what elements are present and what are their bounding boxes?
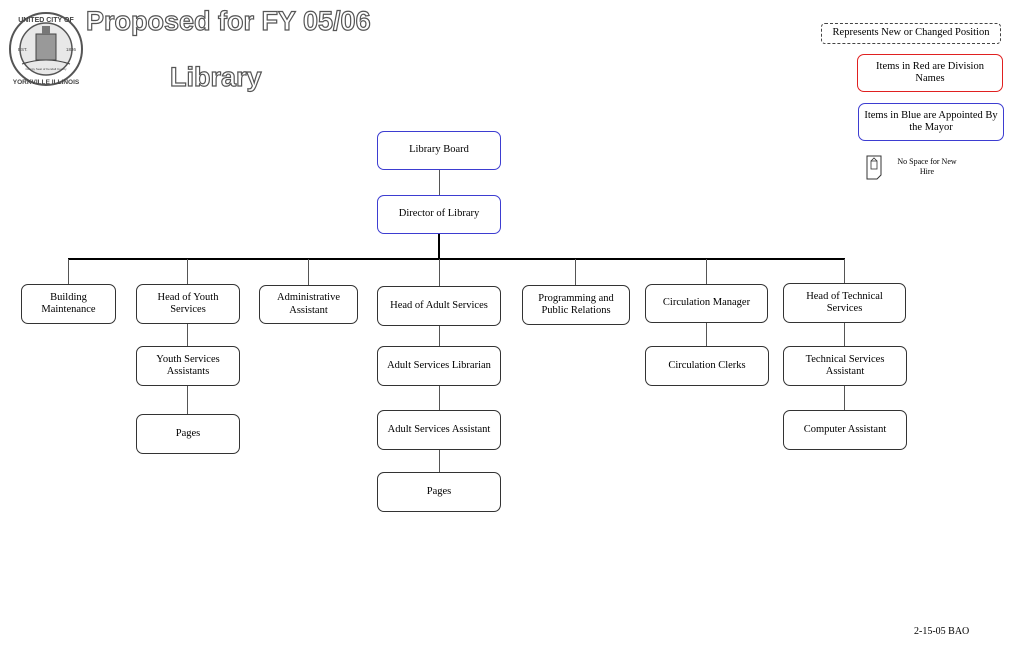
connector-horizontal-bus bbox=[68, 258, 845, 260]
org-head-adult: Head of Adult Services bbox=[377, 286, 501, 326]
no-space-icon bbox=[866, 155, 882, 180]
connector-youth-assistants bbox=[187, 323, 188, 347]
org-admin-assistant: Administrative Assistant bbox=[259, 285, 358, 324]
org-circulation-clerks: Circulation Clerks bbox=[645, 346, 769, 386]
org-youth-assistants: Youth Services Assistants bbox=[136, 346, 240, 386]
org-circulation-manager: Circulation Manager bbox=[645, 284, 768, 323]
org-youth-pages: Pages bbox=[136, 414, 240, 454]
connector-technical-assistant bbox=[844, 322, 845, 347]
connector-youth-pages bbox=[187, 385, 188, 415]
org-adult-assistant: Adult Services Assistant bbox=[377, 410, 501, 450]
org-library-board: Library Board bbox=[377, 131, 501, 170]
legend-red-division: Items in Red are Division Names bbox=[857, 54, 1003, 92]
connector-technical bbox=[844, 259, 845, 284]
city-seal-logo: UNITED CITY OF YORKVILLE ILLINOIS EST. 1… bbox=[9, 12, 83, 86]
footer-date-code: 2-15-05 BAO bbox=[914, 626, 970, 637]
seal-inner-text: County Seat of Kendall County bbox=[25, 67, 67, 71]
connector-adult-assistant bbox=[439, 385, 440, 411]
connector-youth bbox=[187, 259, 188, 285]
connector-admin bbox=[308, 259, 309, 286]
org-head-youth: Head of Youth Services bbox=[136, 284, 240, 324]
org-computer-assistant: Computer Assistant bbox=[783, 410, 907, 450]
connector-circulation bbox=[706, 259, 707, 285]
connector-director-bus bbox=[438, 234, 440, 258]
connector-building bbox=[68, 259, 69, 285]
page-title: Proposed for FY 05/06 bbox=[85, 5, 371, 36]
connector-adult-pages bbox=[439, 449, 440, 473]
connector-programming bbox=[575, 259, 576, 286]
seal-year: 1836 bbox=[66, 47, 77, 52]
connector-adult bbox=[439, 259, 440, 287]
org-programming: Programming and Public Relations bbox=[522, 285, 630, 325]
connector-circulation-clerks bbox=[706, 322, 707, 347]
legend-no-space: No Space for New Hire bbox=[897, 157, 957, 176]
org-head-technical: Head of Technical Services bbox=[783, 283, 906, 323]
legend-new-changed: Represents New or Changed Position bbox=[821, 23, 1001, 44]
org-adult-pages: Pages bbox=[377, 472, 501, 512]
seal-bottom-text: YORKVILLE ILLINOIS bbox=[13, 79, 80, 86]
org-adult-librarian: Adult Services Librarian bbox=[377, 346, 501, 386]
department-title: Library bbox=[169, 61, 262, 92]
seal-top-text: UNITED CITY OF bbox=[18, 17, 74, 24]
org-director: Director of Library bbox=[377, 195, 501, 234]
org-technical-assistant: Technical Services Assistant bbox=[783, 346, 907, 386]
legend-blue-appointed: Items in Blue are Appointed By the Mayor bbox=[858, 103, 1004, 141]
connector-board-director bbox=[439, 170, 440, 196]
seal-est: EST. bbox=[18, 47, 28, 52]
org-building-maintenance: Building Maintenance bbox=[21, 284, 116, 324]
connector-adult-librarian bbox=[439, 325, 440, 347]
connector-computer-assistant bbox=[844, 385, 845, 411]
